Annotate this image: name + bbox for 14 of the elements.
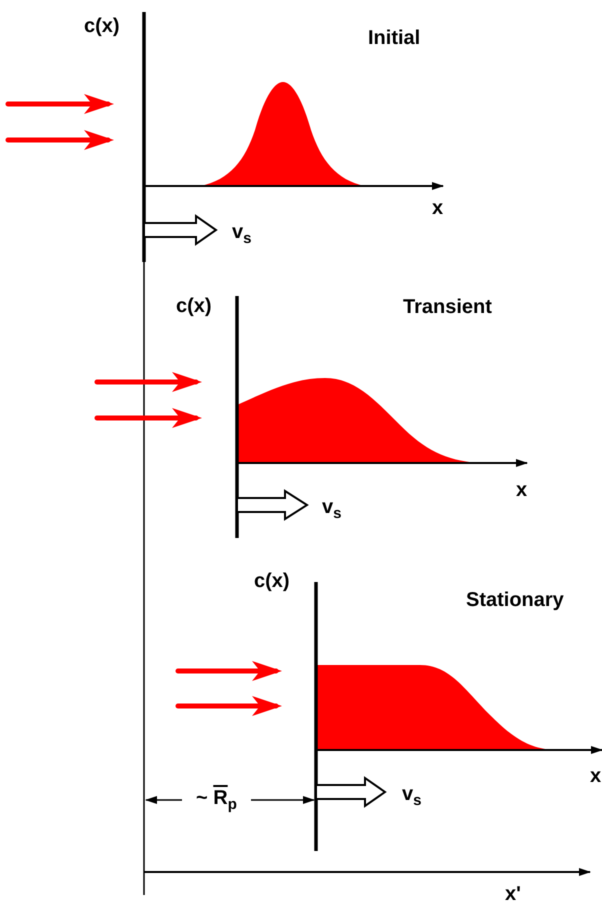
axis-label: x: [590, 766, 602, 786]
axis-label: x: [432, 198, 444, 218]
axis-label: c(x): [84, 16, 120, 36]
axis-label: c(x): [254, 571, 290, 591]
panel-title: Transient: [403, 297, 492, 317]
panel-title: Initial: [368, 28, 420, 48]
velocity-label: v$_{s}$: [322, 497, 342, 521]
axis-label: x': [505, 884, 521, 903]
axis-label: x: [516, 480, 528, 500]
velocity-label: v$_{s}$: [402, 784, 422, 808]
velocity-label: v$_{s}$: [232, 222, 252, 246]
axis-label: c(x): [176, 296, 212, 316]
range-label: ~ R$_{p}$: [182, 788, 251, 812]
panel-title: Stationary: [466, 590, 564, 610]
